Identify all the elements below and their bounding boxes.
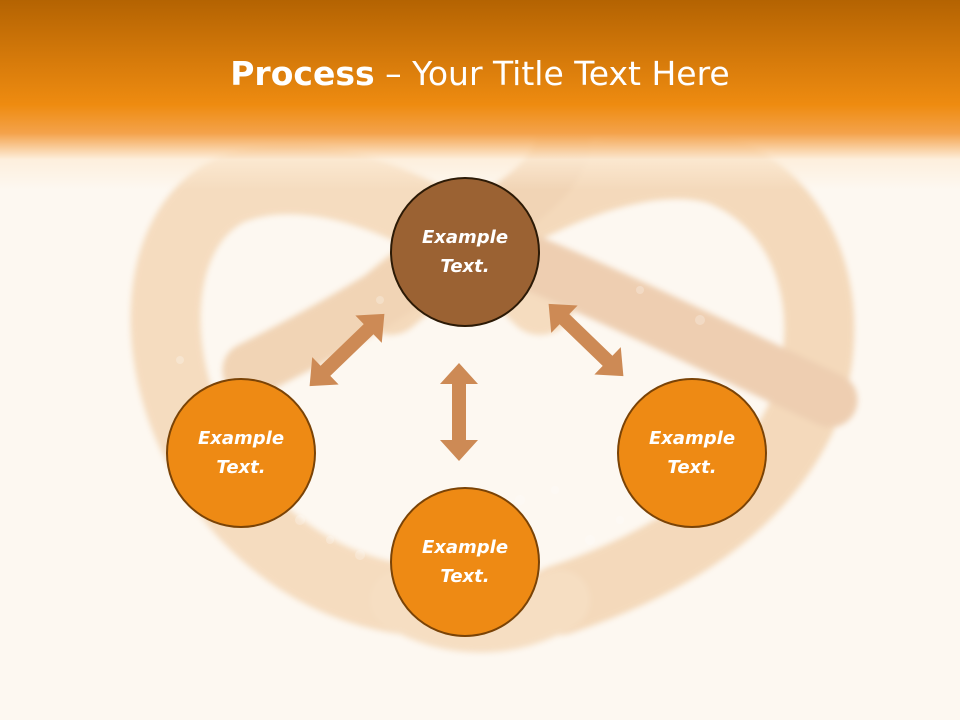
title-strong: Process <box>230 54 375 93</box>
title-separator: – <box>374 54 413 93</box>
node-label: Example Text. <box>197 428 285 478</box>
slide-title[interactable]: Process – Your Title Text Here <box>0 52 960 96</box>
node-label: Example Text. <box>421 227 509 277</box>
title-text: Your Title Text Here <box>412 54 730 93</box>
double-arrow-icon <box>548 303 624 377</box>
double-arrow-icon <box>440 363 478 461</box>
process-node-right[interactable]: Example Text. <box>617 378 767 528</box>
process-node-left[interactable]: Example Text. <box>166 378 316 528</box>
process-node-top[interactable]: Example Text. <box>390 177 540 327</box>
double-arrow-icon <box>309 313 385 387</box>
node-label: Example Text. <box>421 537 509 587</box>
node-label: Example Text. <box>648 428 736 478</box>
process-node-bottom[interactable]: Example Text. <box>390 487 540 637</box>
title-bar <box>0 0 960 190</box>
